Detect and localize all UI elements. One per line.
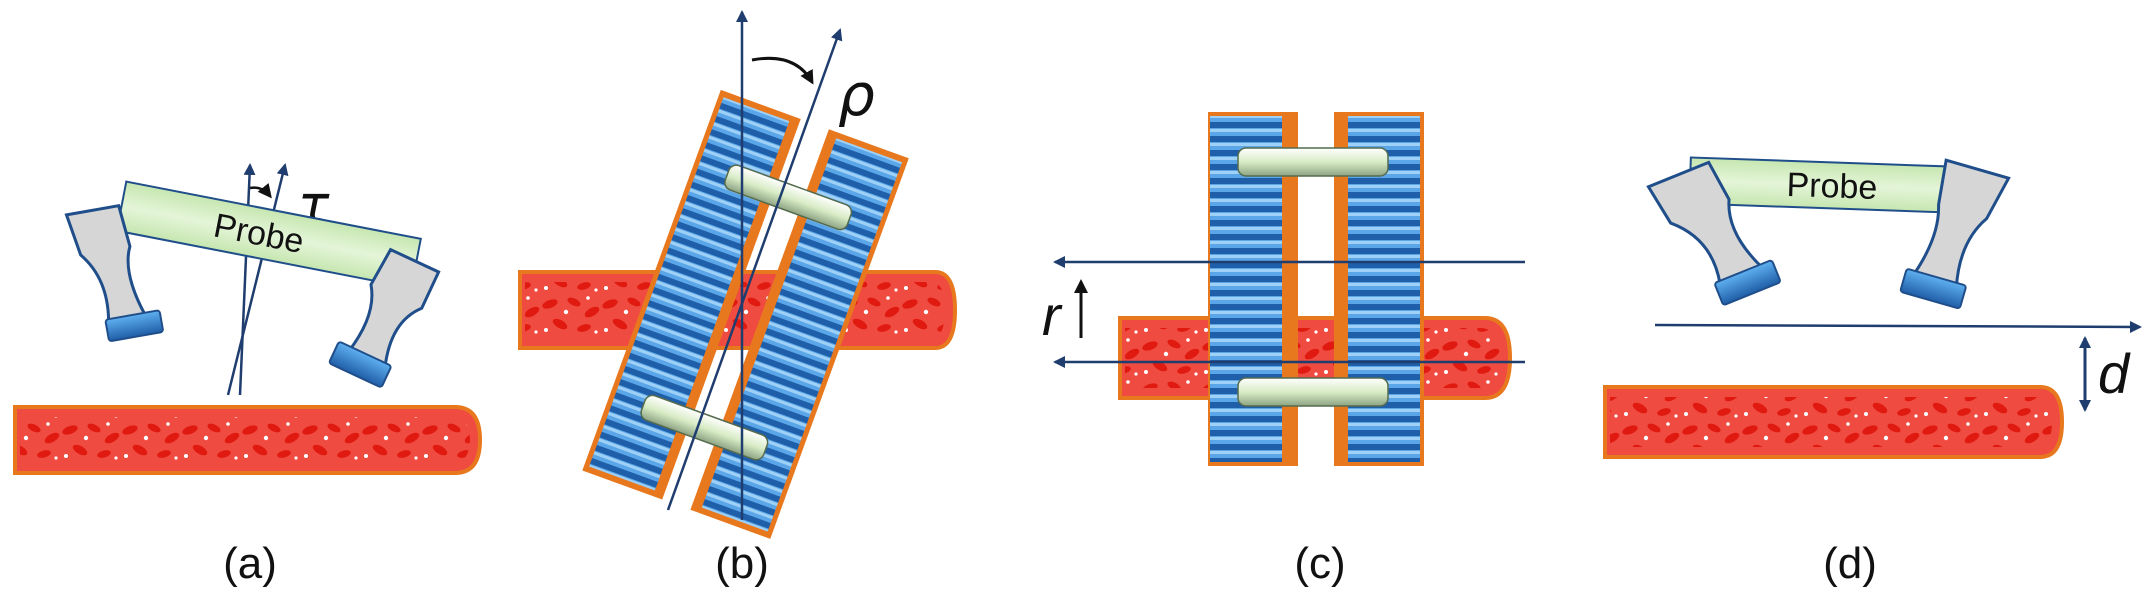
caption-c: (c): [1294, 539, 1345, 588]
rho-symbol: ρ: [838, 61, 875, 129]
panel-d: Probe d (d): [1603, 156, 2142, 588]
probe-baseline: [1654, 320, 2142, 333]
transducer-left: [1646, 160, 1781, 306]
transducer-right: [328, 247, 441, 388]
d-symbol: d: [2098, 342, 2131, 405]
panel-b: ρ (b): [518, 10, 958, 588]
blood-vessel: [1603, 385, 2065, 459]
transducer-left: [64, 203, 164, 342]
panel-c: r (c): [1042, 112, 1525, 588]
probe-label: Probe: [1786, 166, 1878, 207]
rotation-axes: [666, 10, 843, 520]
r-symbol: r: [1042, 284, 1063, 347]
caption-a: (a): [223, 539, 277, 588]
tau-angle-arc: [249, 183, 272, 199]
crossbar-bottom: [1237, 377, 1389, 407]
crossbar-bottom: [640, 394, 769, 461]
caption-d: (d): [1823, 539, 1877, 588]
offset-lines: [1053, 256, 1525, 368]
probe-bar: Probe: [115, 180, 422, 290]
rho-angle-arc: [751, 56, 814, 85]
transducer-array: [1208, 112, 1424, 466]
panel-a: τ Probe (a): [13, 163, 483, 588]
crossbar-top: [724, 164, 853, 231]
caption-b: (b): [715, 539, 769, 588]
blood-vessel: [13, 405, 483, 475]
rotation-axes: [226, 163, 289, 396]
crossbar-top: [1237, 147, 1389, 177]
transducer-right: [1899, 158, 2011, 310]
probe-bar: Probe: [1688, 156, 1962, 214]
transducer-array-rotated: [582, 89, 909, 539]
